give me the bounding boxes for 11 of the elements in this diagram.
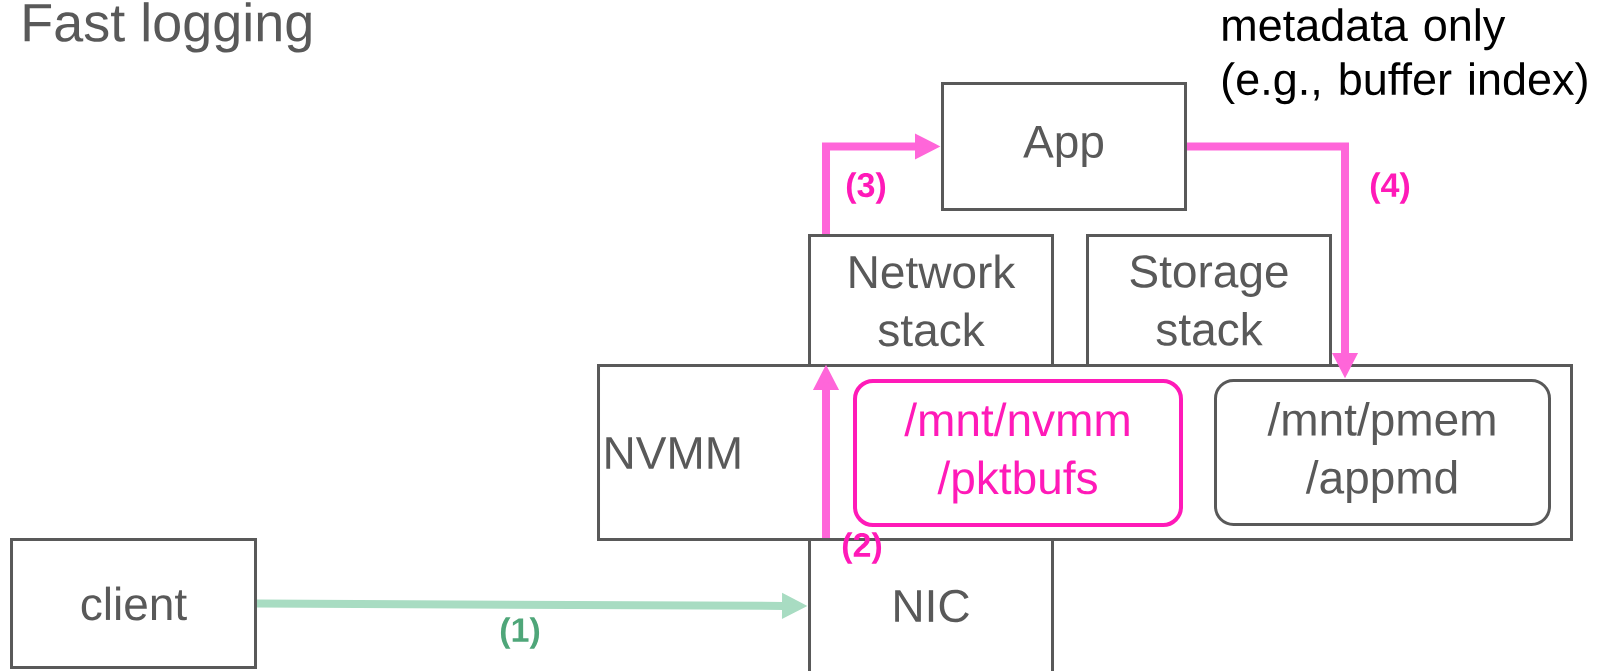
process-box: Network stack — [808, 234, 1054, 367]
edge-label: (3) — [846, 172, 886, 204]
note: metadata only (e.g., buffer index) — [1223, 8, 1587, 105]
edge-label: (4) — [1370, 172, 1410, 204]
process-box: client — [10, 538, 257, 669]
title: Fast logging — [24, 2, 311, 53]
highlighted-folder-box: /mnt/nvmm /pktbufs — [853, 379, 1183, 527]
process-box: App — [941, 82, 1187, 211]
edge-label: (1) — [500, 617, 540, 649]
process-box: Storage stack — [1086, 234, 1332, 367]
folder-box: /mnt/pmem /appmd — [1214, 379, 1551, 526]
